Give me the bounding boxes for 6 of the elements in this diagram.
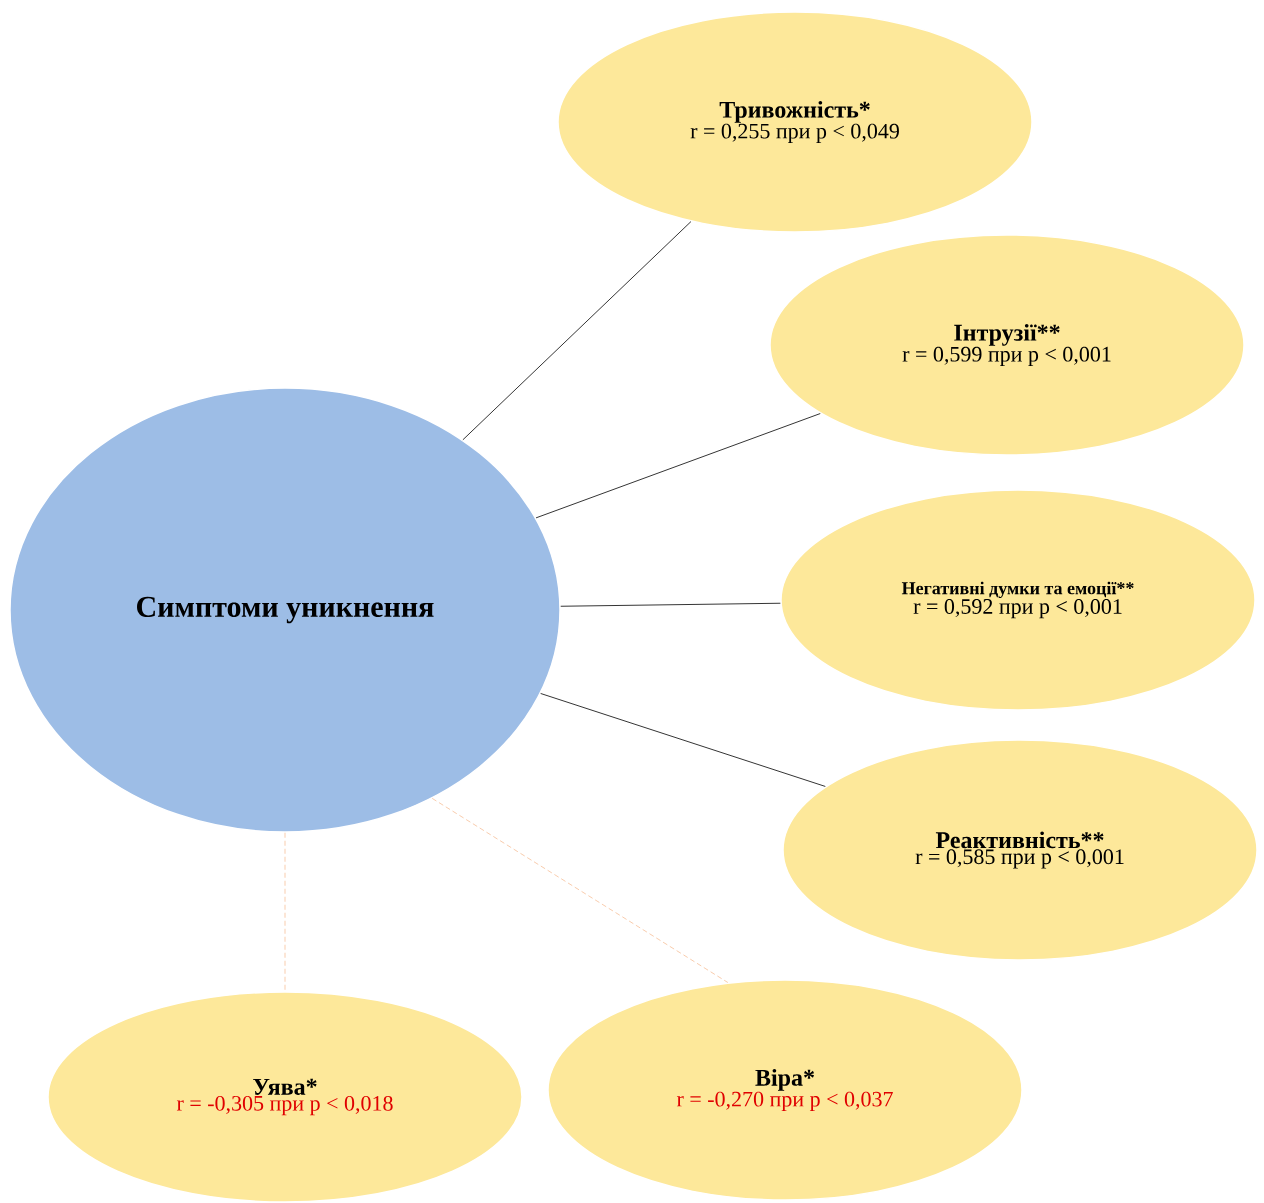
connector-line bbox=[284, 832, 286, 992]
connector-line bbox=[540, 693, 826, 787]
connector-line bbox=[535, 413, 821, 519]
connector-line bbox=[431, 798, 729, 983]
connector-line bbox=[462, 221, 692, 441]
connector-line bbox=[560, 602, 781, 607]
